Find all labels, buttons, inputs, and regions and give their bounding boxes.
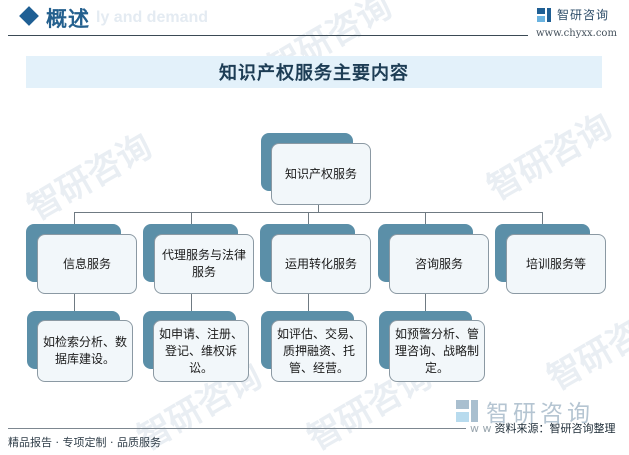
brand-name: 智研咨询 — [557, 8, 610, 22]
footer-tagline: 精品报告 · 专项定制 · 品质服务 — [8, 436, 161, 449]
category-label: 培训服务等 — [525, 256, 586, 271]
brand-url: www.chyxx.com — [536, 28, 617, 39]
brand-logo: 智研咨询 — [537, 6, 609, 23]
footer-divider — [8, 428, 466, 429]
section-title: 概述 — [46, 7, 90, 31]
watermark: 智研咨询 — [480, 106, 619, 209]
category-label: 信息服务 — [62, 256, 111, 271]
detail-text: 如预警分析、管理咨询、战略制定。 — [394, 326, 479, 375]
watermark: 智研咨询 — [20, 126, 159, 229]
connector-down-3 — [308, 212, 309, 224]
detail-text: 如评估、交易、质押融资、托管、经营。 — [276, 326, 361, 375]
connector-down-4 — [425, 212, 426, 224]
source-prefix: w w — [470, 422, 492, 435]
category-label: 运用转化服务 — [284, 256, 357, 271]
connector-down-1 — [74, 212, 75, 224]
footer-brand-name: 智研咨询 — [486, 401, 594, 427]
connector-detail-2 — [191, 293, 192, 311]
connector-down-2 — [191, 212, 192, 224]
detail-text: 如检索分析、数据库建设。 — [42, 335, 127, 366]
category-label: 咨询服务 — [414, 256, 463, 271]
footer-watermark-brand: 智研咨询 — [456, 394, 594, 428]
brand-mark-icon — [537, 7, 551, 22]
connector-detail-3 — [308, 293, 309, 311]
header-ghost-text: ly and demand — [96, 9, 209, 26]
category-label: 代理服务与法律服务 — [161, 248, 246, 279]
page-header: ly and demand 概述 智研咨询 www.chyxx.com — [0, 0, 629, 40]
diamond-bullet-icon — [19, 6, 39, 26]
diagram-title: 知识产权服务主要内容 — [219, 63, 409, 84]
connector-detail-4 — [425, 293, 426, 311]
diagram-title-bar: 知识产权服务主要内容 — [26, 56, 602, 88]
connector-root-down — [318, 203, 319, 213]
source-text: 资料来源：智研咨询整理 — [494, 422, 616, 435]
connector-detail-1 — [74, 293, 75, 311]
detail-text: 如申请、注册、登记、维权诉讼。 — [158, 326, 243, 375]
header-divider — [8, 35, 528, 36]
connector-down-5 — [542, 212, 543, 224]
brand-mark-icon — [456, 400, 478, 422]
watermark: 智研咨询 — [540, 296, 629, 399]
root-node-label: 知识产权服务 — [284, 166, 357, 181]
